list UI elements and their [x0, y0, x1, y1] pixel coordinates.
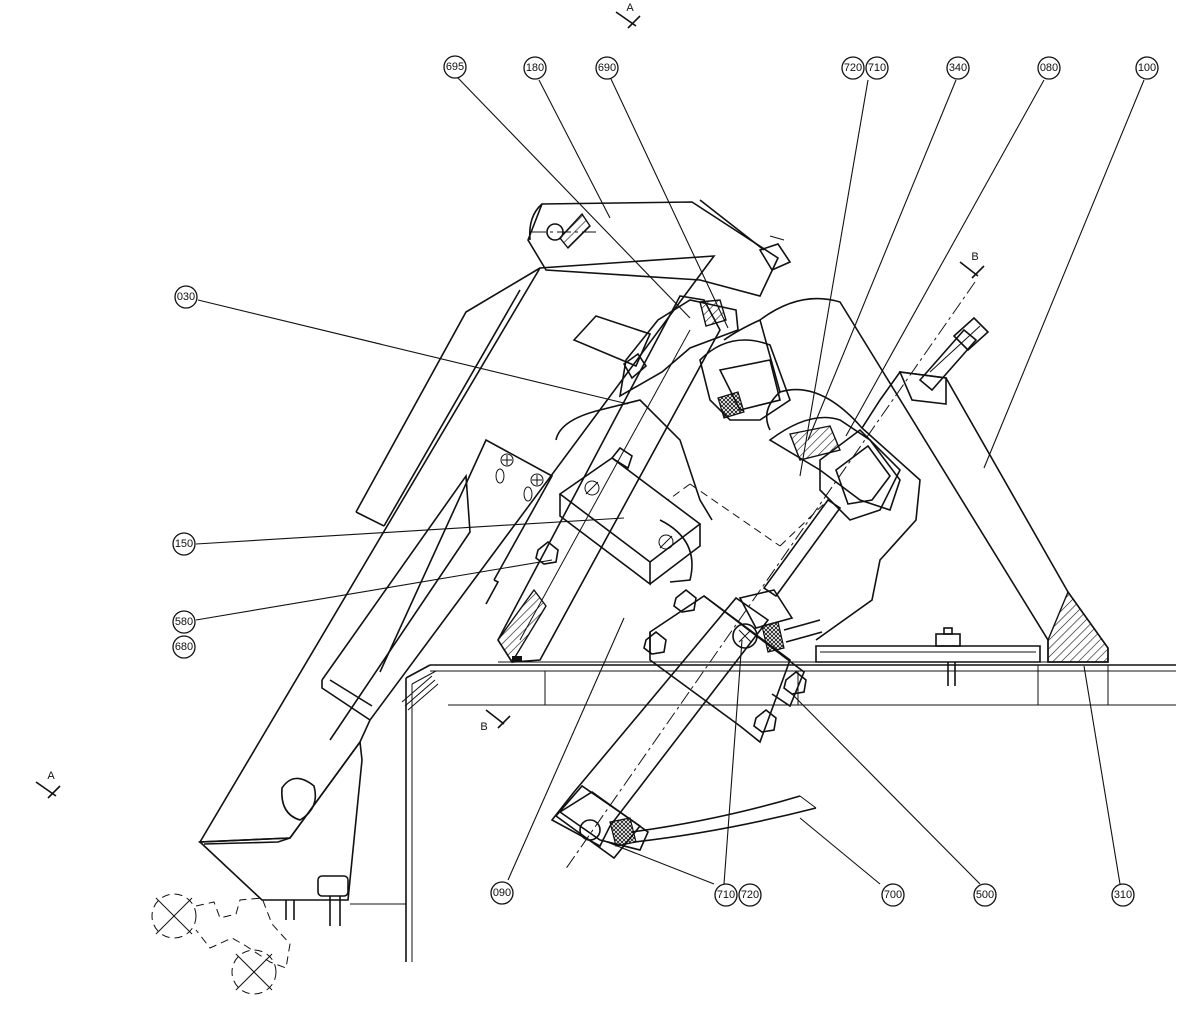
svg-text:710: 710: [868, 62, 886, 74]
svg-text:090: 090: [493, 887, 511, 899]
callout-710-top: 710: [865, 56, 889, 80]
svg-text:030: 030: [177, 291, 195, 303]
svg-text:100: 100: [1138, 62, 1156, 74]
callout-080: 080: [1037, 56, 1061, 80]
frame-100: [723, 297, 1109, 686]
svg-text:580: 580: [175, 616, 193, 628]
callout-695: 695: [443, 55, 467, 79]
adjusting-screw-500: [550, 281, 976, 871]
callout-180: 180: [523, 56, 547, 80]
callout-700: 700: [881, 883, 905, 907]
svg-text:310: 310: [1114, 889, 1132, 901]
callout-340: 340: [946, 56, 970, 80]
callout-030: 030: [174, 285, 198, 309]
svg-text:B: B: [971, 251, 978, 263]
svg-text:710: 710: [717, 889, 735, 901]
callout-720-top: 720: [841, 56, 865, 80]
svg-text:720: 720: [741, 889, 759, 901]
svg-text:680: 680: [175, 641, 193, 653]
svg-text:A: A: [47, 770, 55, 782]
slide-rail-030: [198, 255, 716, 926]
svg-text:150: 150: [175, 538, 193, 550]
svg-text:695: 695: [446, 61, 464, 73]
section-mark-b-right: B: [959, 251, 985, 279]
svg-text:A: A: [626, 2, 634, 14]
svg-text:690: 690: [598, 62, 616, 74]
section-mark-b-left: B: [480, 709, 511, 733]
base-plate: [350, 661, 1176, 962]
workpiece-phantom: [151, 893, 291, 995]
svg-text:500: 500: [976, 889, 994, 901]
section-mark-a-top: A: [615, 2, 641, 29]
svg-text:340: 340: [949, 62, 967, 74]
svg-text:080: 080: [1040, 62, 1058, 74]
svg-text:180: 180: [526, 62, 544, 74]
callout-100: 100: [1135, 56, 1159, 80]
callout-580: 580: [172, 610, 196, 634]
section-mark-a-left: A: [35, 770, 61, 799]
leader-lines: [195, 77, 1145, 885]
callout-150: 150: [172, 532, 196, 556]
callout-310: 310: [1111, 883, 1135, 907]
bracket-500: [643, 588, 823, 744]
lever-180: [497, 199, 792, 664]
pivot-block-340: [699, 339, 901, 521]
callout-690: 690: [595, 56, 619, 80]
clamp-block-150: [555, 399, 713, 586]
svg-text:720: 720: [844, 62, 862, 74]
callout-680: 680: [172, 635, 196, 659]
callout-710-bottom: 710: [714, 883, 738, 907]
callout-500: 500: [973, 883, 997, 907]
svg-text:B: B: [480, 721, 487, 733]
callout-090: 090: [490, 881, 514, 905]
svg-text:700: 700: [884, 889, 902, 901]
callout-720-bottom: 720: [738, 883, 762, 907]
